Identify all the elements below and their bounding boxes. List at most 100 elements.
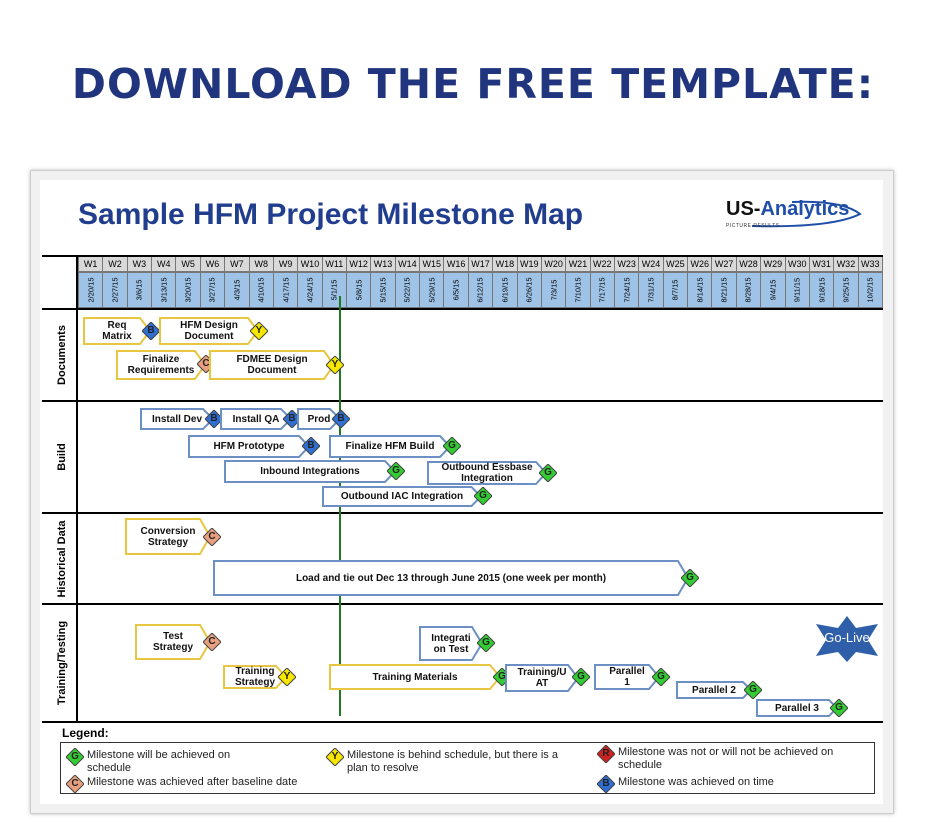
task-hfm-design-document: HFM Design Document [159,317,260,345]
task-parallel-1: Parallel 1 [594,664,661,690]
task-install-dev: Install Dev [140,408,215,430]
star-icon [816,616,878,662]
logo-tagline: PICTURE RESULTS. [726,223,782,229]
task-outbound-essbase-integration-label: Outbound Essbase Integration [441,462,533,484]
grid-line [42,255,883,257]
date-cell: 9/25/15 [833,272,859,308]
date-cell: 8/7/15 [662,272,689,308]
week-cell: W26 [687,255,713,272]
week-cell: W12 [346,255,372,272]
date-cell: 7/3/15 [540,272,567,308]
week-cell: W13 [370,255,396,272]
date-cell: 3/6/15 [126,272,153,308]
task-training-strategy: Training Strategy [223,665,288,689]
date-cell: 6/26/15 [516,272,542,308]
us-analytics-logo: US-Analytics PICTURE RESULTS. [722,196,862,232]
task-conversion-strategy-label: Conversion Strategy [140,525,196,548]
date-cell: 2/20/15 [78,272,104,308]
week-cell: W17 [467,255,494,272]
date-cell: 8/28/15 [735,272,762,308]
legend-green-label: Milestone will be achieved on schedule [87,749,231,774]
week-cell: W8 [248,255,274,272]
task-hfm-design-document-label: HFM Design Document [180,320,238,342]
date-cell: 9/4/15 [760,272,786,308]
milestone-req-matrix-icon: B [142,322,160,340]
grid-line [42,308,883,310]
legend-yellow-icon: Y [326,748,344,766]
task-integration-test-label: Integrati on Test [431,632,471,655]
legend-red-label: Milestone was not or will not be achieve… [618,746,834,771]
lane-label-historical-data: Historical Data [56,519,68,598]
week-cell: W2 [102,255,128,272]
task-test-strategy-label: Test Strategy [152,631,193,653]
milestone-outbound-iac-icon: G [474,487,492,505]
task-install-qa-label: Install QA [232,413,280,425]
date-cell: 7/17/15 [589,272,615,308]
date-cell: 7/10/15 [565,272,591,308]
date-cell: 6/5/15 [443,272,469,308]
milestone-integration-test-icon: G [477,634,495,652]
week-cell: W10 [297,255,323,272]
week-cell: W19 [516,255,542,272]
task-install-qa: Install QA [220,408,293,430]
legend-box [60,742,875,794]
week-cell: W30 [784,255,810,272]
week-cell: W29 [760,255,786,272]
legend-copper-icon: C [66,775,84,793]
task-hfm-prototype: HFM Prototype [188,435,311,458]
week-cell: W28 [735,255,762,272]
milestone-finalize-hfm-build-icon: G [443,437,461,455]
date-cell: 7/31/15 [638,272,664,308]
task-prod: Prod [297,408,342,430]
task-parallel-3-label: Parallel 3 [775,702,819,714]
lane-label-training-testing: Training/Testing [56,620,68,706]
milestone-outbound-essbase-icon: G [539,464,557,482]
task-prod-label: Prod [307,413,331,425]
legend-copper-label: Milestone was achieved after baseline da… [87,776,298,788]
task-parallel-2: Parallel 2 [676,681,753,699]
task-req-matrix-label: Req Matrix [102,320,132,342]
date-cell: 6/19/15 [492,272,518,308]
week-cell: W11 [321,255,347,272]
milestone-training-uat-icon: G [572,668,590,686]
date-cell: 5/29/15 [419,272,445,308]
task-req-matrix: Req Matrix [83,317,152,345]
grid-line [42,512,883,514]
task-parallel-3: Parallel 3 [756,699,839,717]
grid-line [42,721,883,723]
milestone-hfm-prototype-icon: B [302,437,320,455]
logo-swoosh-icon [751,200,862,228]
task-conversion-strategy: Conversion Strategy [125,518,212,555]
task-training-uat: Training/U AT [505,664,580,692]
milestone-prod-icon: B [332,410,350,428]
date-cell: 4/10/15 [248,272,274,308]
milestone-conversion-strategy-icon: C [203,528,221,546]
week-cell: W18 [492,255,518,272]
week-cell: W6 [199,255,226,272]
week-cell: W23 [614,255,640,272]
milestone-parallel-2-icon: G [744,681,762,699]
chart-title: Sample HFM Project Milestone Map [78,198,584,231]
date-cell: 2/27/15 [102,272,128,308]
week-cell: W20 [540,255,567,272]
week-cell: W33 [857,255,883,272]
legend-red-icon: R [597,745,615,763]
week-cell: W4 [151,255,177,272]
week-cell: W1 [78,255,104,272]
date-cell: 3/13/15 [151,272,177,308]
task-training-uat-label: Training/U AT [517,667,567,689]
grid-line [42,400,883,402]
week-cell: W24 [638,255,664,272]
date-cell: 8/21/15 [711,272,737,308]
date-cell: 8/14/15 [687,272,713,308]
milestone-training-strategy-icon: Y [278,668,296,686]
lane-divider [76,255,78,723]
task-finalize-hfm-build-label: Finalize HFM Build [345,441,435,452]
legend-blue-icon: B [597,775,615,793]
task-finalize-requirements-label: Finalize Requirements [127,354,195,376]
date-cell: 6/12/15 [467,272,494,308]
lane-label-documents: Documents [56,325,68,385]
task-training-materials-label: Training Materials [372,671,458,683]
milestone-test-strategy-icon: C [203,633,221,651]
